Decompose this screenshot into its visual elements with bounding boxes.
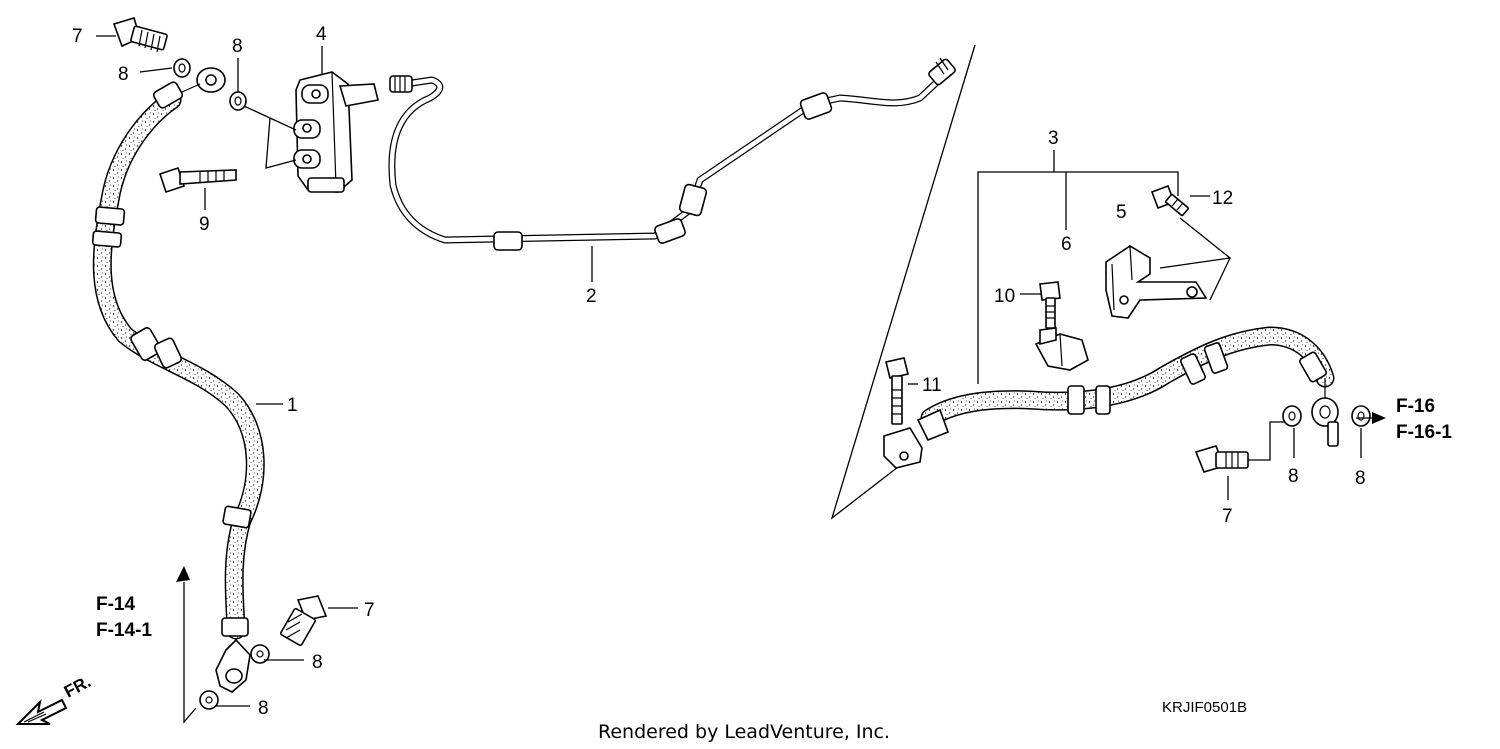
arrow-f16-icon	[1372, 412, 1386, 424]
callout-2: 2	[586, 286, 597, 307]
sealing-washer-bottom-b	[199, 690, 219, 710]
sealing-washer-bottom-a	[250, 644, 270, 664]
callout-7-top-left: 7	[72, 26, 83, 47]
callout-10: 10	[994, 286, 1015, 307]
callout-6: 6	[1061, 234, 1072, 255]
detail-callout-outline	[830, 44, 976, 520]
bracket-bolt	[1150, 184, 1190, 217]
callout-8-bottom-b: 8	[258, 698, 269, 719]
callout-1: 1	[287, 395, 298, 416]
banjo-bolt-right	[1194, 445, 1249, 473]
banjo-bolt-top-left	[112, 17, 168, 53]
front-direction-arrow-icon	[15, 698, 68, 725]
callout-8-bottom-a: 8	[312, 652, 323, 673]
callout-7-right: 7	[1222, 506, 1233, 527]
mounting-bolt-hose-end	[885, 357, 909, 425]
brake-hose-right	[883, 326, 1339, 469]
brake-pipe	[388, 57, 956, 251]
callout-8-top-left: 8	[118, 64, 129, 85]
diagram-code: KRJIF0501B	[1162, 699, 1247, 716]
sealing-washer-right-b	[1351, 405, 1371, 427]
clip-bolt	[1039, 281, 1061, 329]
arrow-f14-icon	[176, 566, 190, 582]
callout-12: 12	[1212, 188, 1233, 209]
assembly-bracket-3	[977, 150, 1179, 384]
callout-3: 3	[1048, 128, 1059, 149]
reference-f16[interactable]: F-16	[1396, 396, 1435, 417]
hose-clip	[1034, 327, 1089, 371]
reference-f14[interactable]: F-14	[96, 594, 136, 615]
brake-hose-left	[91, 67, 265, 693]
callout-4: 4	[316, 24, 327, 45]
brake-joint	[293, 71, 379, 193]
callout-11: 11	[922, 375, 942, 396]
callout-9: 9	[199, 214, 210, 235]
render-credit: Rendered by LeadVenture, Inc.	[598, 721, 890, 743]
reference-f14-1[interactable]: F-14-1	[96, 620, 152, 641]
sealing-washer-top-a	[173, 58, 191, 78]
hose-bracket	[1105, 245, 1208, 319]
callout-7-bottom: 7	[364, 600, 375, 621]
mounting-bolt-joint	[158, 166, 237, 194]
callout-8-right-b: 8	[1355, 468, 1366, 489]
callout-8-right-a: 8	[1288, 466, 1299, 487]
sealing-washer-top-b	[229, 91, 247, 111]
callout-8-top: 8	[232, 36, 243, 57]
callout-5: 5	[1116, 202, 1127, 223]
reference-f16-1[interactable]: F-16-1	[1396, 422, 1452, 443]
banjo-bolt-bottom	[280, 595, 328, 647]
sealing-washer-right-a	[1282, 405, 1302, 427]
leader-lines	[96, 35, 1362, 724]
front-direction-label: FR.	[61, 672, 94, 702]
